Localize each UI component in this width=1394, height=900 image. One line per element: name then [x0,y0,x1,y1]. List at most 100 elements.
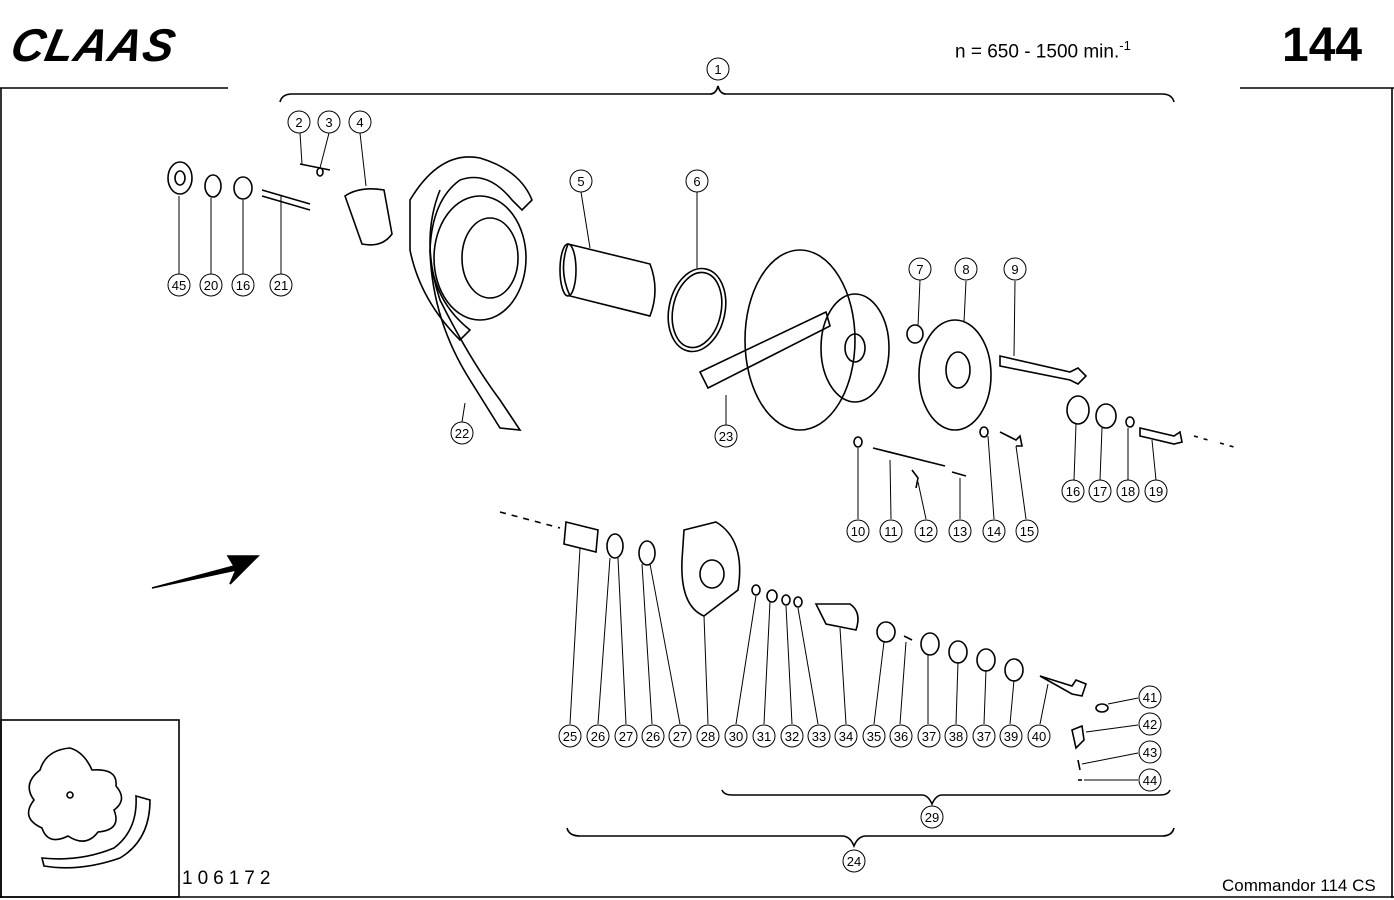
callout-balloons: 1 2 3 4 45 20 16 21 5 6 7 8 9 22 23 10 1… [167,57,1168,873]
callout-label: 21 [274,278,288,293]
callout-label: 43 [1143,745,1157,760]
inset-segment-arc [40,794,151,869]
callout-label: 39 [1004,729,1018,744]
callout-31: 31 [752,724,776,748]
part-13-pin [951,471,967,477]
speed-range-text: n = 650 - 1500 min. [955,41,1120,63]
callout-label: 25 [563,729,577,744]
callout-label: 3 [325,115,332,130]
axis-line-right [1193,435,1235,448]
callout-label: 2 [295,115,302,130]
callout-label: 22 [455,426,469,441]
callout-24: 24 [842,849,866,873]
callout-label: 10 [851,524,865,539]
callout-42: 42 [1138,712,1162,736]
part-12-clip [911,469,919,489]
part-3-washer [316,167,324,177]
callout-14: 14 [982,519,1006,543]
callout-2: 2 [287,110,311,134]
callout-label: 45 [172,278,186,293]
part-5-sleeve [562,243,656,317]
part-pulley-hub [461,217,519,299]
callout-37: 37 [917,724,941,748]
callout-13: 13 [948,519,972,543]
callout-45: 45 [167,273,191,297]
callout-38: 38 [944,724,968,748]
callout-label: 9 [1011,262,1018,277]
part-33-spring [793,596,803,608]
callout-label: 37 [922,729,936,744]
callout-16: 16 [231,273,255,297]
part-45-bore [174,170,186,186]
part-35-ring [876,621,896,643]
callout-23: 23 [714,424,738,448]
part-25-sleeve [563,520,599,554]
group-bracket-29 [721,789,1171,806]
part-8-plate [918,319,992,431]
callout-label: 23 [719,429,733,444]
callout-label: 27 [619,729,633,744]
callout-label: 13 [953,524,967,539]
part-2-screw [299,163,331,171]
callout-22: 22 [450,421,474,445]
callout-label: 44 [1143,773,1157,788]
part-6-ring [667,267,727,353]
callout-10: 10 [846,519,870,543]
callout-27-b: 27 [668,724,692,748]
callout-label: 11 [884,524,898,539]
callout-33: 33 [807,724,831,748]
callout-label: 12 [919,524,933,539]
callout-label: 6 [693,174,700,189]
callout-6: 6 [685,169,709,193]
callout-label: 4 [356,115,363,130]
callout-35: 35 [862,724,886,748]
part-37-bush [920,632,940,656]
callout-label: 7 [916,262,923,277]
part-21-pin [261,189,311,211]
part-27-ring [638,540,656,566]
part-18-washer [1125,416,1135,428]
part-28-bore [699,559,725,589]
part-9-bolt [999,354,1088,385]
callout-25: 25 [558,724,582,748]
callout-34: 34 [834,724,858,748]
callout-27: 27 [614,724,638,748]
callout-label: 41 [1143,690,1157,705]
callout-label: 5 [577,174,584,189]
leader-lines [178,132,1157,781]
callout-40: 40 [1027,724,1051,748]
callout-37-b: 37 [972,724,996,748]
callout-20: 20 [199,273,223,297]
part-pulley-2-face [820,293,890,403]
speed-range-label: n = 650 - 1500 min.-1 [955,38,1131,63]
part-23-belt [698,310,831,390]
callout-label: 33 [812,729,826,744]
part-7-nut [906,324,924,344]
callout-label: 31 [757,729,771,744]
part-45-nut [167,161,193,195]
callout-label: 36 [894,729,908,744]
part-pulley-disc [409,156,533,342]
callout-label: 40 [1032,729,1046,744]
part-42-nipple [1071,724,1085,750]
callout-4: 4 [348,110,372,134]
callout-label: 19 [1149,484,1163,499]
callout-43: 43 [1138,740,1162,764]
part-pulley-2-bore [844,333,866,363]
group-bracket-24 [566,827,1175,849]
callout-label: 28 [701,729,715,744]
callout-label: 20 [204,278,218,293]
part-32-spacer [781,594,791,606]
part-15-bolt [999,431,1023,447]
callout-label: 26 [646,729,660,744]
callout-label: 16 [236,278,250,293]
callout-label: 34 [839,729,853,744]
callout-44: 44 [1138,768,1162,792]
inset-rotor-star [27,747,123,842]
callout-label: 18 [1121,484,1135,499]
callout-label: 26 [591,729,605,744]
part-5-end [559,243,577,297]
part-16-bush [233,176,253,200]
callout-41: 41 [1138,685,1162,709]
